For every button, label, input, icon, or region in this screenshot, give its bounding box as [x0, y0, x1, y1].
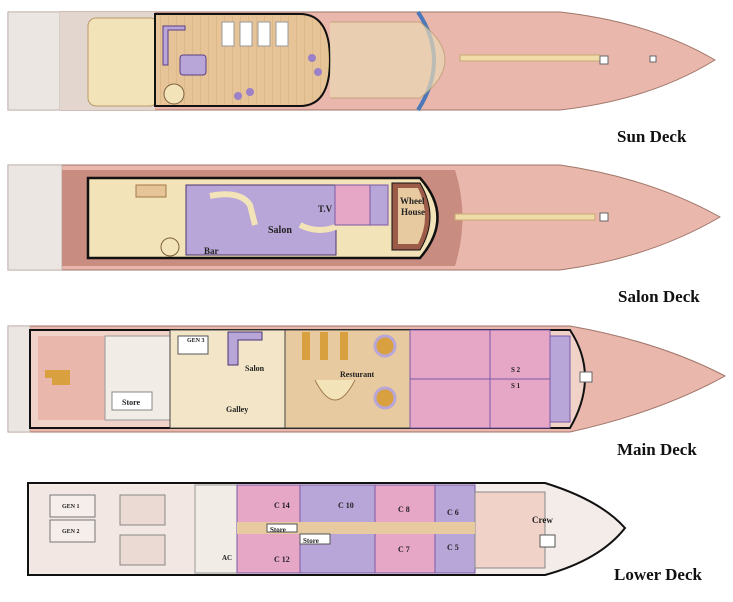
salon-deck-plan: T.V Salon Bar Wheel House	[7, 164, 722, 271]
suite-s2-label: S 2	[511, 366, 521, 374]
main-deck-title: Main Deck	[617, 440, 697, 459]
crew-label: Crew	[532, 515, 553, 525]
salon-deck-salon-label: Salon	[268, 225, 292, 236]
lower-deck-store-label-a: Store	[270, 526, 286, 534]
wheel-house-label-1: Wheel	[400, 196, 425, 206]
sun-deck-lounger	[257, 21, 271, 47]
gen2-label: GEN 2	[62, 529, 80, 535]
cabin-c14-label: C 14	[274, 501, 290, 510]
ac-label: AC	[222, 554, 232, 562]
salon-deck-bar-label: Bar	[204, 246, 219, 256]
wheel-house-label-2: House	[401, 207, 425, 217]
cabin-c12-label: C 12	[274, 555, 290, 564]
main-deck-salon-label: Salon	[245, 364, 265, 373]
lower-deck-plan: GEN 1 GEN 2 AC Store Store C 14 C 12 C 1…	[27, 482, 627, 576]
cabin-c8-label: C 8	[398, 505, 410, 514]
salon-deck-title: Salon Deck	[618, 287, 700, 306]
lower-deck-title: Lower Deck	[614, 565, 702, 584]
galley-label: Galley	[226, 405, 248, 414]
cabin-c10-label: C 10	[338, 501, 354, 510]
main-deck-plan: GEN 3 Salon Resturant Store Galley S 2 S…	[7, 325, 727, 433]
lower-deck-store-label-b: Store	[303, 537, 319, 545]
sun-deck-title: Sun Deck	[617, 127, 687, 146]
cabin-c7-label: C 7	[398, 545, 410, 554]
sun-deck-lounger	[221, 21, 235, 47]
cabin-c5-label: C 5	[447, 543, 459, 552]
gen3-label: GEN 3	[187, 338, 205, 344]
salon-deck-tv-label: T.V	[318, 204, 333, 214]
sun-deck-sofa	[162, 25, 186, 66]
sun-deck-lounger	[239, 21, 253, 47]
sun-deck-plan	[7, 10, 716, 112]
salon-deck-salon	[185, 184, 337, 256]
sun-deck-spiral-stair	[163, 83, 185, 105]
cabin-c6-label: C 6	[447, 508, 459, 517]
main-deck-store-label: Store	[122, 398, 141, 407]
salon-deck-spiral-stair	[160, 237, 180, 257]
gen1-label: GEN 1	[62, 504, 80, 510]
restaurant-label: Resturant	[340, 370, 375, 379]
suite-s1-label: S 1	[511, 382, 521, 390]
sun-deck-lounger	[275, 21, 289, 47]
